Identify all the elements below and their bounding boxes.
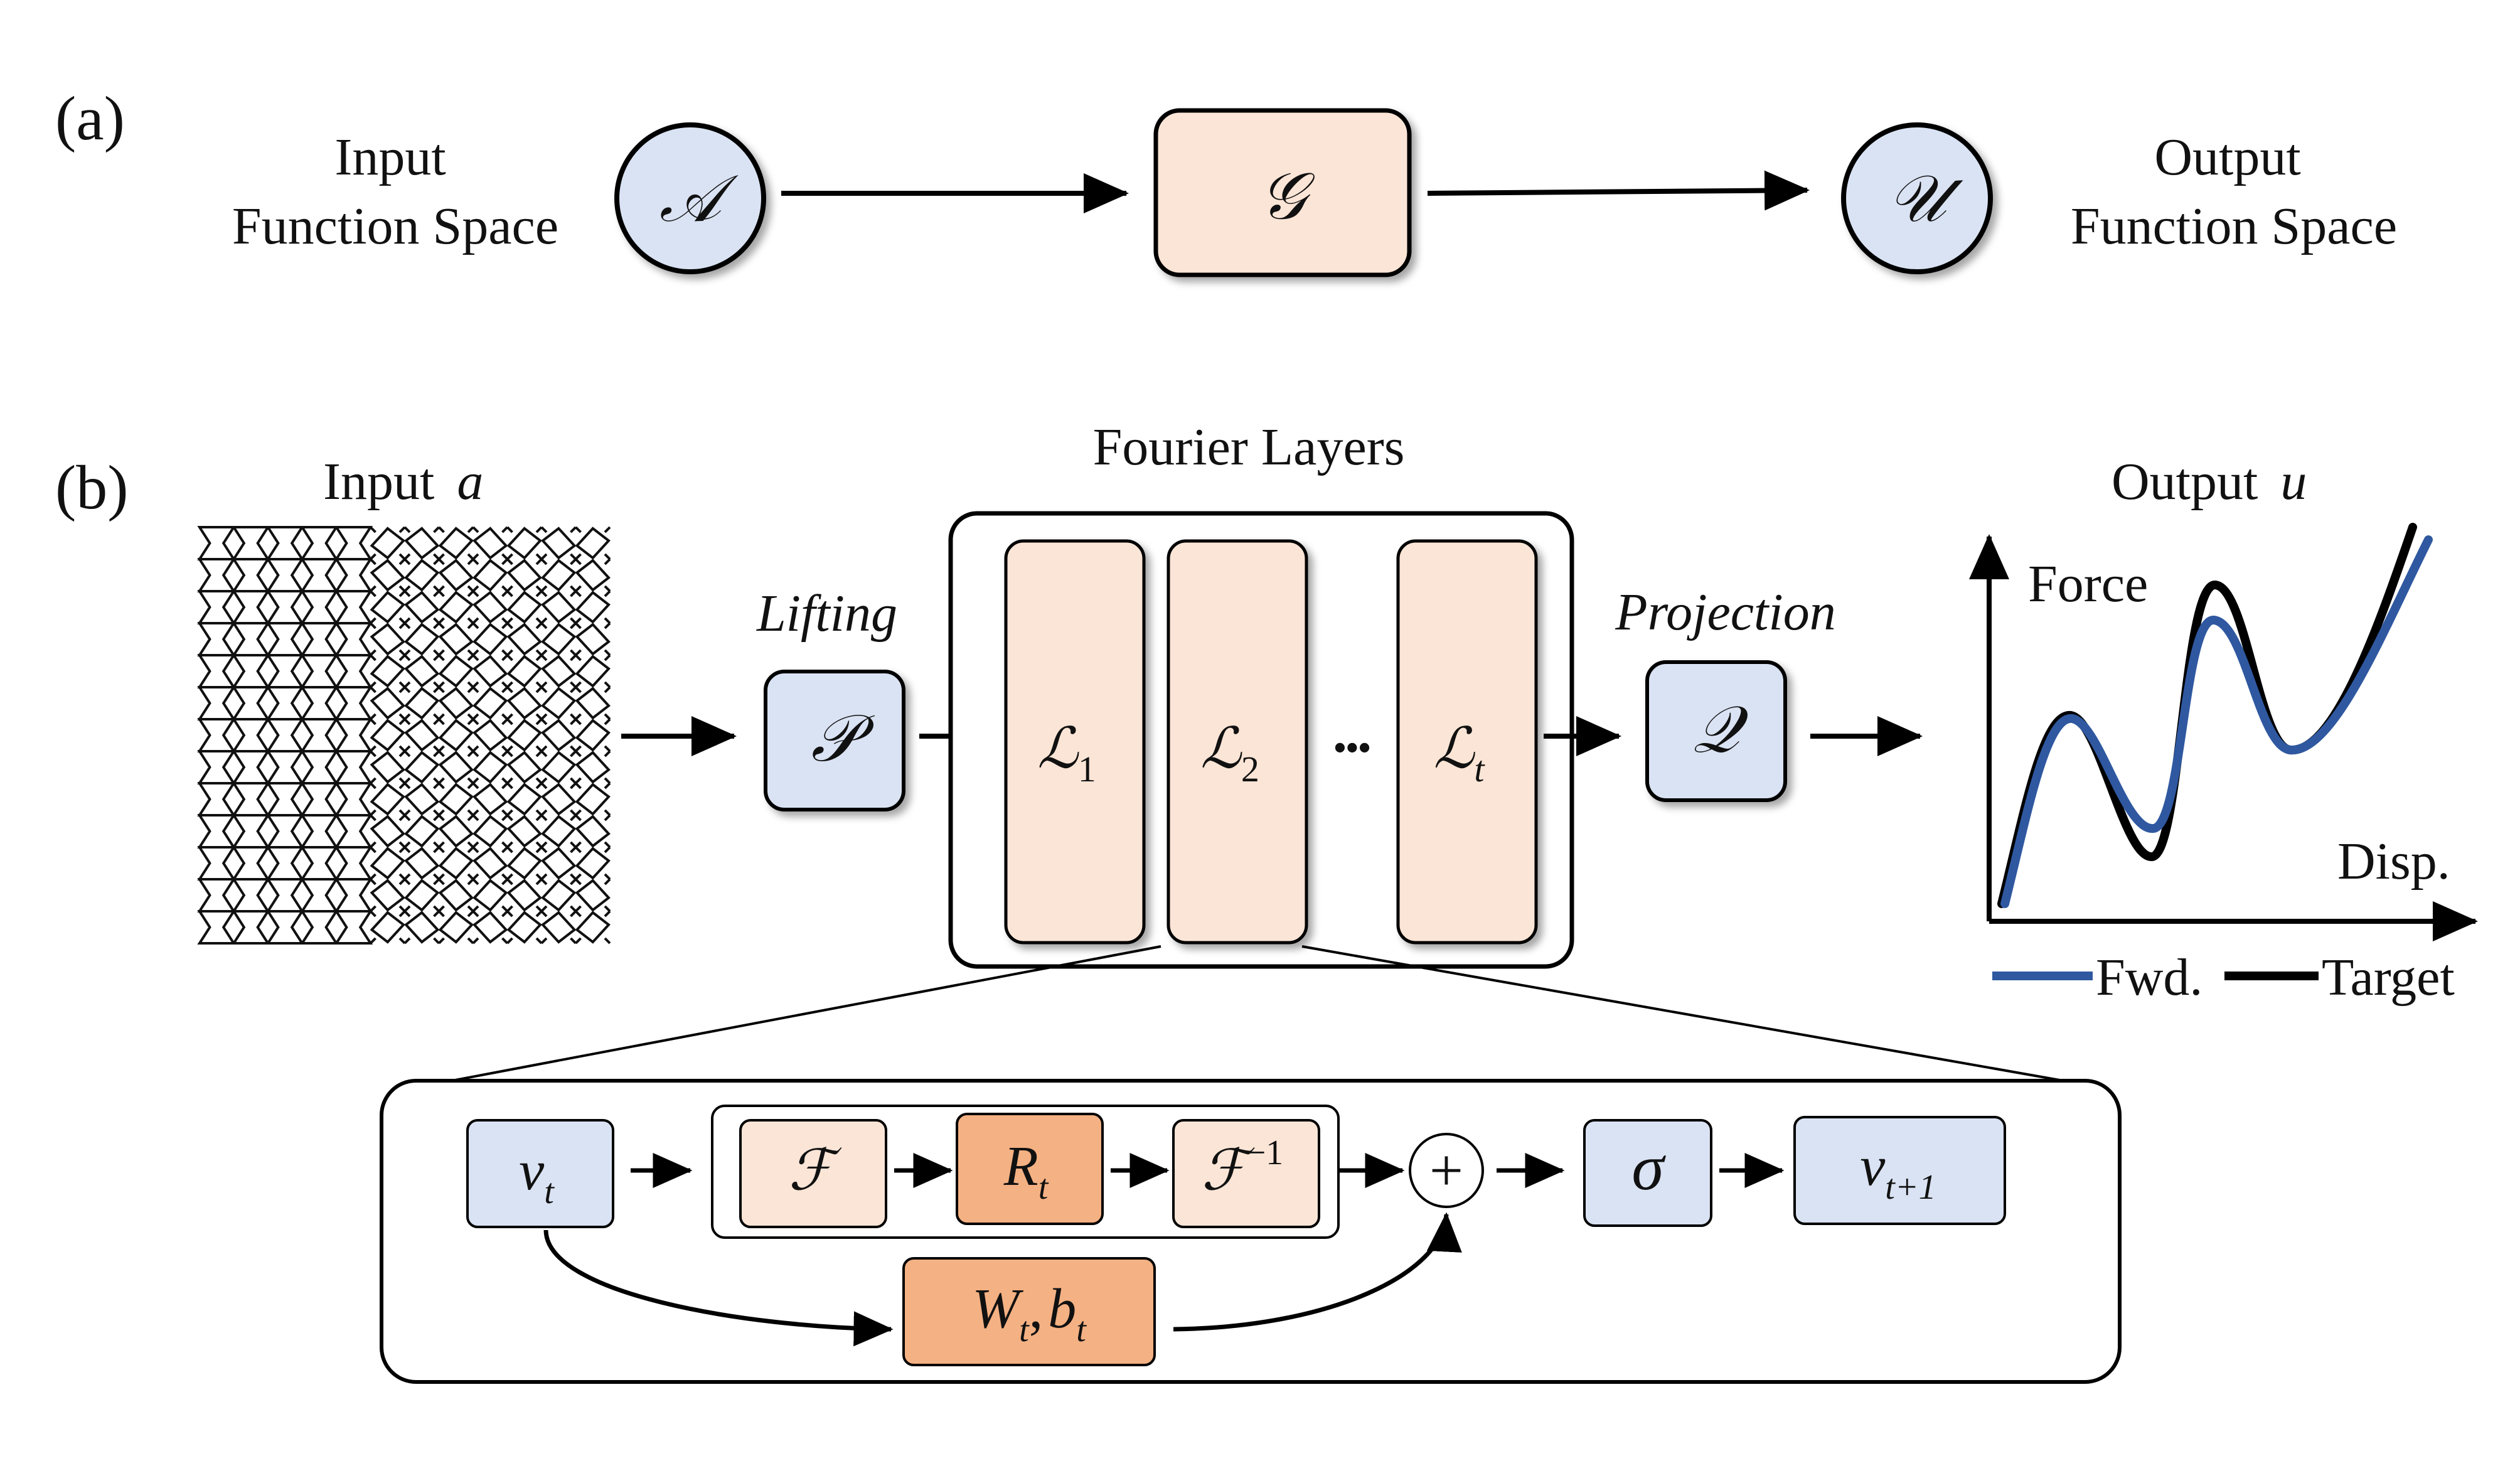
- output-space-label-line2: Function Space: [2071, 197, 2397, 255]
- v-t1-symbol: vt+1: [1860, 1135, 1936, 1207]
- lifting-node: 𝒫: [764, 670, 905, 811]
- force-displacement-graph: Force Disp. Fwd. Target: [1969, 523, 2478, 1007]
- fourier-layer-detail: vt ℱ Rt ℱ−1 + σ: [380, 1079, 2122, 1384]
- v-t-symbol: vt: [519, 1140, 555, 1211]
- zoom-line-right: [1301, 945, 2064, 1082]
- fourier-layers-group: ℒ1 ℒ2 ••• ℒt: [948, 511, 1574, 969]
- arrow-g-to-u: [1427, 170, 1810, 211]
- r-t-symbol: Rt: [1003, 1135, 1049, 1207]
- lifting-label: Lifting: [756, 584, 897, 643]
- sum-node: +: [1409, 1133, 1484, 1208]
- lattice-cells: [197, 526, 611, 945]
- layers-ellipsis: •••: [1334, 729, 1371, 768]
- graph-xlabel: Disp.: [2337, 832, 2450, 891]
- activation-symbol: σ: [1631, 1132, 1666, 1204]
- input-space-label-line2: Function Space: [232, 197, 558, 255]
- projection-node: 𝒬: [1645, 660, 1787, 802]
- legend-fwd-label: Fwd.: [2096, 948, 2202, 1007]
- graph-ylabel: Force: [2028, 555, 2148, 613]
- panel-b-label: (b): [55, 452, 129, 522]
- fourier-layer-2: ℒ2: [1167, 539, 1308, 945]
- input-space-label-line1: Input: [334, 128, 446, 186]
- layer-1-symbol: ℒ1: [1037, 718, 1096, 790]
- v-t-node: vt: [466, 1119, 614, 1228]
- fourier-layers-title: Fourier Layers: [1093, 418, 1405, 476]
- r-t-node: Rt: [956, 1113, 1104, 1225]
- fwd-curve: [2000, 535, 2433, 908]
- layer-t-symbol: ℒt: [1434, 718, 1486, 790]
- layer-2-symbol: ℒ2: [1200, 718, 1259, 790]
- linear-weights-symbol: Wt,bt: [972, 1278, 1087, 1349]
- fourier-transform-node: ℱ: [739, 1119, 887, 1228]
- metamaterial-lattice-image: [197, 526, 611, 945]
- panel-a-label: (a): [55, 83, 125, 153]
- fourier-layer-t: ℒt: [1396, 539, 1538, 945]
- operator-node: 𝒢: [1153, 108, 1412, 277]
- output-space-label-line1: Output: [2154, 128, 2300, 186]
- sum-symbol: +: [1429, 1137, 1463, 1204]
- output-space-node: 𝒰: [1841, 122, 1993, 274]
- projection-symbol: 𝒬: [1693, 694, 1749, 766]
- legend-target-label: Target: [2322, 948, 2455, 1007]
- zoom-line-left: [451, 945, 1161, 1082]
- projection-label: Projection: [1615, 583, 1835, 641]
- linear-weights-node: Wt,bt: [902, 1257, 1156, 1366]
- arrow-linear-to-sum: [1173, 1212, 1462, 1332]
- inverse-fourier-node: ℱ−1: [1172, 1119, 1320, 1228]
- input-space-node: 𝒜: [614, 122, 766, 274]
- arrow-v-to-linear: [543, 1229, 894, 1347]
- v-t1-node: vt+1: [1793, 1116, 2006, 1225]
- fourier-layer-1: ℒ1: [1004, 539, 1146, 945]
- activation-node: σ: [1583, 1119, 1712, 1227]
